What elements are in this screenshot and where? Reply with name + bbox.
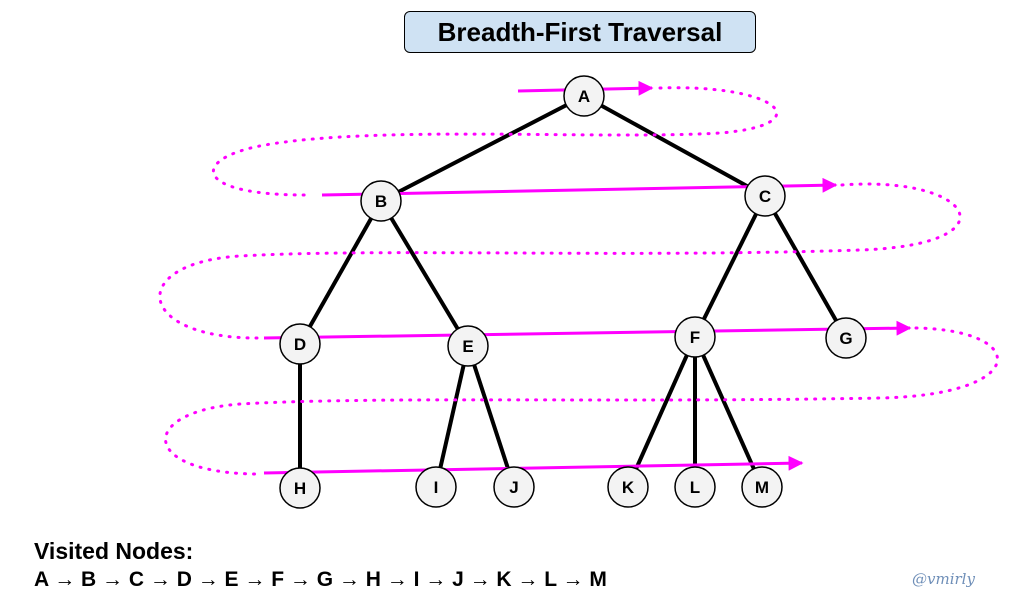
tree-nodes: A B C D E F G H I J K L M bbox=[279, 75, 867, 509]
edge-c-g bbox=[763, 195, 848, 339]
node-circle bbox=[279, 467, 321, 509]
tree-edges bbox=[298, 94, 848, 488]
node-label: I bbox=[434, 478, 439, 497]
edge-c-f bbox=[693, 195, 767, 338]
tree-node-g: G bbox=[825, 317, 867, 359]
node-label: M bbox=[755, 478, 769, 497]
node-circle bbox=[741, 466, 783, 508]
tree-node-b: B bbox=[360, 180, 402, 222]
node-label: K bbox=[622, 478, 635, 497]
level-transition-connector-2 bbox=[158, 182, 962, 340]
level-transition-connector-1 bbox=[211, 86, 779, 197]
tree-node-j: J bbox=[493, 466, 535, 508]
title-box: Breadth-First Traversal bbox=[404, 11, 756, 53]
diagram-title: Breadth-First Traversal bbox=[437, 16, 723, 47]
node-label: C bbox=[759, 187, 771, 206]
node-label: A bbox=[578, 87, 590, 106]
node-label: G bbox=[839, 329, 852, 348]
traversal-path bbox=[158, 80, 999, 476]
tree-node-e: E bbox=[447, 325, 489, 367]
node-circle bbox=[825, 317, 867, 359]
node-label: B bbox=[375, 192, 387, 211]
node-circle bbox=[674, 316, 716, 358]
visited-nodes-sequence: A → B → C → D → E → F → G → H → I → J → … bbox=[34, 568, 607, 591]
node-label: F bbox=[690, 328, 700, 347]
node-circle bbox=[563, 75, 605, 117]
edge-b-d bbox=[298, 200, 383, 345]
node-label: D bbox=[294, 335, 306, 354]
tree-node-m: M bbox=[741, 466, 783, 508]
edge-e-j bbox=[466, 345, 516, 488]
tree-node-f: F bbox=[674, 316, 716, 358]
level-transition-connector-3 bbox=[164, 326, 999, 476]
author-credit: @vmirly bbox=[912, 570, 975, 588]
edge-f-m bbox=[693, 336, 764, 488]
level-3-traversal-arrow bbox=[263, 320, 912, 340]
visited-nodes-heading: Visited Nodes: bbox=[34, 538, 194, 564]
node-label: H bbox=[294, 479, 306, 498]
tree-node-a: A bbox=[563, 75, 605, 117]
node-circle bbox=[744, 175, 786, 217]
edge-e-i bbox=[434, 345, 470, 488]
tree-node-k: K bbox=[607, 466, 649, 508]
node-circle bbox=[493, 466, 535, 508]
tree-node-i: I bbox=[415, 466, 457, 508]
node-label: J bbox=[509, 478, 518, 497]
edge-a-c bbox=[583, 94, 766, 198]
tree-node-d: D bbox=[279, 323, 321, 365]
edge-f-k bbox=[626, 336, 697, 488]
node-circle bbox=[360, 180, 402, 222]
node-circle bbox=[279, 323, 321, 365]
edge-b-e bbox=[379, 199, 470, 348]
tree-node-h: H bbox=[279, 467, 321, 509]
tree-node-l: L bbox=[674, 466, 716, 508]
node-circle bbox=[674, 466, 716, 508]
edge-a-b bbox=[380, 94, 585, 203]
node-circle bbox=[415, 466, 457, 508]
node-circle bbox=[607, 466, 649, 508]
level-4-traversal-arrow bbox=[263, 455, 804, 475]
node-label: E bbox=[462, 337, 473, 356]
node-label: L bbox=[690, 478, 700, 497]
tree-node-c: C bbox=[744, 175, 786, 217]
node-circle bbox=[447, 325, 489, 367]
